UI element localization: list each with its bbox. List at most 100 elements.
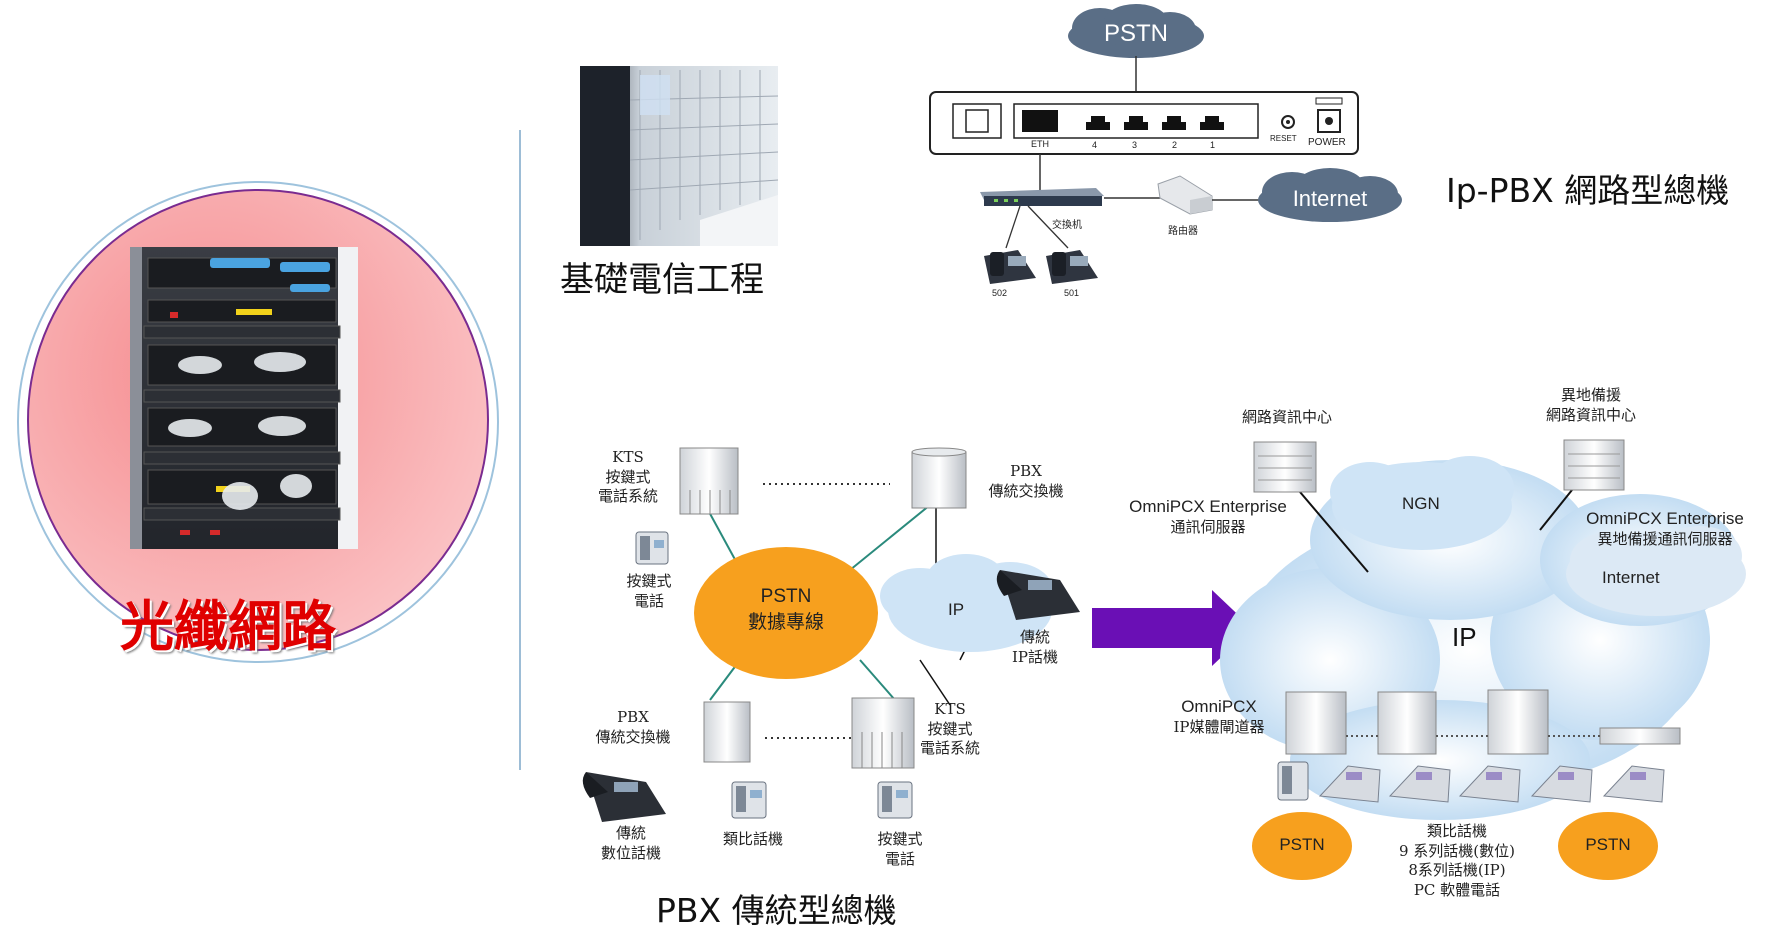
pbx-top-line2: 傳統交換機 [988, 481, 1064, 500]
pbx-top-server [911, 447, 967, 509]
kts-bottom-line2: 按鍵式 [927, 719, 973, 738]
pstn-dataline-line2: 數據專線 [747, 611, 824, 633]
ip-phone-line1: 傳統 [1019, 628, 1050, 646]
router-label: 路由器 [1168, 226, 1198, 237]
internet-label-top: Internet [1292, 186, 1368, 211]
port-label-1: 1 [1210, 140, 1216, 150]
phones-type-1: 類比話機 [1426, 822, 1487, 840]
pstn-dataline-label: PSTN 數據專線 [730, 584, 842, 635]
kts-top-line2: 按鍵式 [605, 467, 651, 486]
kts-top-label: KTS 按鍵式 電話系統 [590, 448, 666, 507]
ip-big-label: IP [1452, 622, 1477, 652]
ip-phone-label: 傳統 IP話機 [1000, 628, 1070, 667]
gateway-line2: IP媒體閘道器 [1173, 718, 1265, 737]
ip-phone-line2: IP話機 [1011, 647, 1059, 666]
backup-server-line2: 異地備援通訊伺服器 [1597, 530, 1733, 549]
network-switch [980, 188, 1104, 206]
key-phone-bottom-line1: 按鍵式 [877, 830, 923, 848]
backup-center-line1: 異地備援 [1560, 386, 1621, 404]
phones-type-2: 9 系列話機(數位) [1398, 841, 1516, 860]
pstn-left-label: PSTN [1279, 835, 1325, 854]
pbx-caption: PBX 傳統型總機 [656, 891, 897, 930]
network-info-center-server [1253, 441, 1317, 493]
key-phone-top-line1: 按鍵式 [626, 572, 672, 590]
key-phone-top-icon [635, 531, 669, 565]
key-phone-bottom-line2: 電話 [884, 849, 915, 868]
key-phone-top-label: 按鍵式 電話 [614, 572, 684, 611]
kts-bottom-label: KTS 按鍵式 電話系統 [912, 700, 988, 759]
backup-center-label: 異地備援 網路資訊中心 [1526, 386, 1656, 425]
backup-center-server [1563, 439, 1625, 491]
ippbx-diagram [929, 4, 1402, 284]
server-label: OmniPCX Enterprise 通訊伺服器 [1108, 496, 1308, 538]
digital-phone-line2: 數位話機 [600, 843, 661, 862]
internet-label-right: Internet [1602, 568, 1660, 587]
phone-label-501: 501 [1064, 288, 1080, 298]
outer-ring [17, 181, 499, 663]
analog-phone-label: 類比話機 [722, 830, 783, 848]
kts-bottom-server [851, 697, 915, 769]
pbx-bottom-server [703, 701, 751, 763]
pbx-bottom-label: PBX 傳統交換機 [578, 708, 688, 747]
ngn-label: NGN [1402, 494, 1440, 513]
gateway-boxes [1285, 689, 1681, 755]
switch-label: 交換机 [1052, 220, 1082, 231]
phones-row [1277, 761, 1665, 803]
server-line1: OmniPCX Enterprise [1129, 497, 1287, 516]
key-phone-bottom-icon [877, 781, 913, 819]
router [1157, 175, 1213, 215]
ip-phone-501 [1046, 250, 1098, 284]
pstn-cloud-top [1068, 4, 1204, 58]
server-rack-photo [130, 247, 358, 549]
pbx-top-label: PBX 傳統交換機 [976, 462, 1076, 501]
port-label-2: 2 [1172, 140, 1178, 150]
backup-server-label: OmniPCX Enterprise 異地備援通訊伺服器 [1556, 508, 1774, 550]
internet-cloud-right [1566, 526, 1746, 616]
internet-cloud-top [1258, 168, 1402, 222]
ngn-diagram [1220, 439, 1746, 880]
pstn-oval-left [1252, 812, 1352, 880]
phones-type-3: 8系列話機(IP) [1408, 861, 1506, 879]
gateway-line1: OmniPCX [1181, 697, 1257, 716]
kts-top-server [679, 447, 739, 515]
pstn-label-top: PSTN [1103, 20, 1168, 47]
telecom-photo [580, 66, 779, 246]
kts-top-line3: 電話系統 [597, 487, 658, 505]
pbx-bottom-line2: 傳統交換機 [595, 727, 671, 746]
fiber-panel [17, 181, 499, 663]
key-phone-top-line2: 電話 [633, 591, 664, 610]
kts-bottom-line1: KTS [934, 700, 966, 718]
server-line2: 通訊伺服器 [1170, 518, 1246, 537]
port-label-4: 4 [1092, 140, 1098, 150]
pbx-bottom-line1: PBX [617, 708, 649, 726]
analog-phone-icon [731, 781, 767, 819]
ip-phone-502 [984, 250, 1036, 284]
eth-label: ETH [1031, 139, 1049, 149]
phones-type-4: PC 軟體電話 [1413, 880, 1501, 899]
fiber-network-title: 光纖網路 [120, 595, 336, 658]
phones-types-label: 類比話機 9 系列話機(數位) 8系列話機(IP) PC 軟體電話 [1368, 822, 1546, 900]
pbx-top-line1: PBX [1010, 462, 1042, 480]
transition-arrow [1092, 590, 1252, 666]
ip-cloud-small-label: IP [948, 600, 965, 619]
kts-bottom-line3: 電話系統 [919, 739, 980, 757]
backup-server-line1: OmniPCX Enterprise [1586, 509, 1744, 528]
power-label: POWER [1308, 137, 1346, 148]
ip-phone-icon [996, 570, 1080, 620]
pstn-dataline-ellipse [694, 547, 878, 679]
pbx-diagram [582, 447, 1080, 822]
port-label-3: 3 [1132, 140, 1138, 150]
digital-phone-label: 傳統 數位話機 [586, 824, 676, 863]
ippbx-caption: Ip-PBX 網路型總機 [1446, 171, 1730, 210]
phone-label-502: 502 [992, 288, 1008, 298]
key-phone-bottom-label: 按鍵式 電話 [860, 830, 940, 869]
digital-phone-line1: 傳統 [615, 824, 646, 842]
pstn-right-label: PSTN [1585, 835, 1631, 854]
backup-center-line2: 網路資訊中心 [1545, 405, 1636, 424]
telecom-caption: 基礎電信工程 [560, 260, 764, 300]
digital-phone-icon [582, 772, 666, 822]
kts-top-line1: KTS [612, 448, 644, 466]
network-info-center-label: 網路資訊中心 [1241, 408, 1332, 426]
reset-label: RESET [1270, 134, 1297, 143]
